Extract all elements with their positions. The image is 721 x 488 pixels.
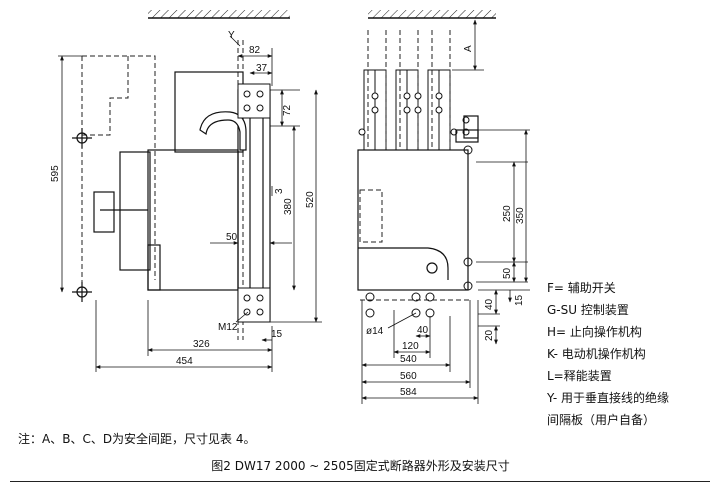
legend-item-h: H= 止向操作机构 xyxy=(547,325,642,339)
label-3: 3 xyxy=(274,188,285,194)
label-50: 50 xyxy=(226,232,238,243)
label-m12: M12 xyxy=(218,322,238,333)
label-454: 454 xyxy=(176,356,193,367)
left-ceiling xyxy=(148,10,290,19)
label-380: 380 xyxy=(283,198,294,215)
label-350: 350 xyxy=(515,207,526,224)
label-520: 520 xyxy=(305,191,316,208)
label-82: 82 xyxy=(249,45,261,56)
label-a: A xyxy=(463,45,474,52)
legend-item-k: K- 电动机操作机构 xyxy=(547,347,646,361)
label-40-horizontal: 40 xyxy=(417,325,429,336)
mounting-bolts xyxy=(72,128,92,302)
label-37: 37 xyxy=(256,63,268,74)
legend-item-g: G-SU 控制装置 xyxy=(547,303,629,317)
label-584: 584 xyxy=(400,387,417,398)
label-y: Y xyxy=(228,30,235,41)
left-dashed-outline xyxy=(81,40,244,340)
label-15: 15 xyxy=(271,329,283,340)
right-ceiling xyxy=(368,10,496,19)
label-326: 326 xyxy=(193,339,210,350)
legend-item-y-cont: 间隔板（用户自备） xyxy=(547,413,656,427)
legend-item-y: Y- 用于垂直接线的绝缘 xyxy=(547,391,670,405)
label-250: 250 xyxy=(502,205,513,222)
label-560: 560 xyxy=(400,371,417,382)
lower-terminal xyxy=(237,287,271,323)
right-bottom-bolts xyxy=(365,145,473,318)
label-15-right: 15 xyxy=(514,294,525,306)
right-view: A 250 350 50 40 15 20 ø14 40 120 540 560… xyxy=(357,10,530,404)
label-120: 120 xyxy=(402,341,419,352)
label-595: 595 xyxy=(50,165,61,182)
left-dimension-labels: Y 82 37 72 595 3 380 520 50 M12 15 326 4… xyxy=(50,30,316,367)
operating-handle xyxy=(199,111,247,151)
label-50-right: 50 xyxy=(502,267,513,279)
right-dashed-outline xyxy=(359,30,470,301)
label-40-vertical: 40 xyxy=(484,298,495,310)
right-dimension-labels: A 250 350 50 40 15 20 ø14 40 120 540 560… xyxy=(366,45,526,398)
upper-terminal xyxy=(237,83,271,119)
label-72: 72 xyxy=(282,104,293,116)
left-dimension-lines xyxy=(58,35,322,372)
left-view: Y 82 37 72 595 3 380 520 50 M12 15 326 4… xyxy=(50,10,322,372)
right-breaker-body xyxy=(357,115,479,291)
legend-item-l: L=释能装置 xyxy=(547,369,612,383)
label-dia14: ø14 xyxy=(366,326,384,337)
footnote: 注：A、B、C、D为安全间距，尺寸见表 4。 xyxy=(18,432,256,446)
legend-item-f: F= 辅助开关 xyxy=(547,281,616,295)
label-20: 20 xyxy=(484,329,495,341)
label-540: 540 xyxy=(400,354,417,365)
right-dimension-lines xyxy=(361,19,530,404)
figure-caption: 图2 DW17 2000 ~ 2505固定式断路器外形及安装尺寸 xyxy=(211,459,510,473)
bottom-rule xyxy=(10,481,710,482)
